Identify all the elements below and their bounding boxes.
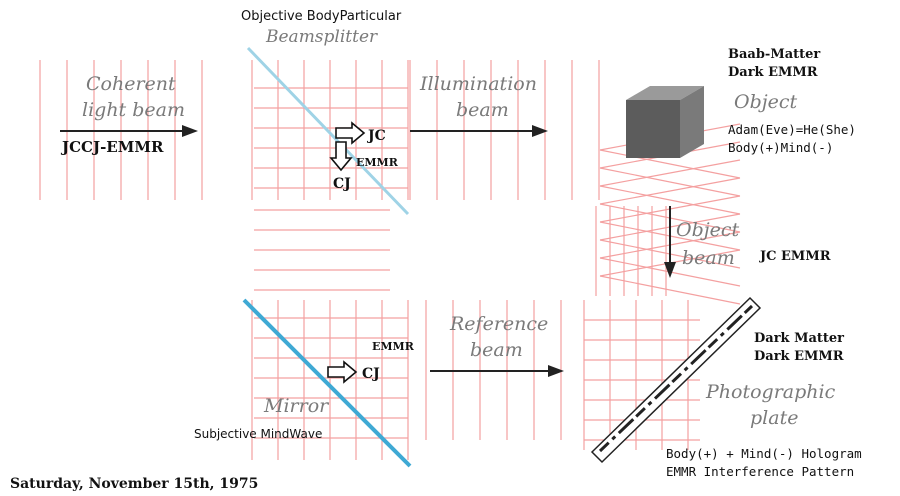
wave-line: [599, 149, 741, 179]
dark-emmr-top-label: Dark EMMR: [728, 65, 818, 80]
beamsplitter-glass: [246, 46, 410, 216]
jc-emmr-label: JC EMMR: [759, 249, 831, 264]
photographic-plate: [590, 296, 762, 464]
object-label: Object: [734, 91, 798, 113]
cj-down-hollow-arrow-icon: [329, 141, 353, 172]
wave-line: [599, 177, 741, 205]
hologram-label: Body(+) + Mind(-) Hologram: [666, 446, 862, 461]
jc-hollow-arrow-icon: [335, 121, 366, 145]
cj-lower-label: CJ: [362, 366, 380, 382]
wave-line: [599, 275, 741, 305]
interference-label: EMMR Interference Pattern: [666, 464, 854, 479]
reference-beam-label: beam: [470, 339, 523, 361]
dark-emmr-mid-label: Dark EMMR: [754, 349, 844, 364]
illumination-label: Illumination: [419, 73, 537, 95]
mirror-label: Mirror: [263, 395, 330, 417]
plate-label: plate: [750, 407, 798, 429]
photographic-label: Photographic: [705, 381, 836, 403]
coherent-label: Coherent: [86, 73, 176, 95]
jccj-emmr-label: JCCJ-EMMR: [60, 138, 164, 156]
object-beam-label-1: Object: [676, 219, 740, 241]
emmr-upper-label: EMMR: [356, 156, 399, 169]
wave-line: [599, 167, 741, 197]
reference-arrow: [430, 365, 564, 377]
baab-matter-label: Baab-Matter: [728, 47, 820, 62]
dark-matter-label: Dark Matter: [754, 331, 844, 346]
beamsplitter-label: Beamsplitter: [265, 27, 378, 47]
coherent-arrow: [60, 125, 198, 137]
subjective-mindwave-label: Subjective MindWave: [194, 427, 322, 441]
illumination-beam-label: beam: [456, 99, 509, 121]
mirror-surface: [242, 298, 412, 468]
reference-label: Reference: [449, 313, 548, 335]
cj-upper-label: CJ: [333, 176, 351, 192]
illumination-arrow: [410, 125, 548, 137]
object-beam-label-2: beam: [682, 247, 735, 269]
cj-lower-hollow-arrow-icon: [327, 360, 358, 384]
arrows: [60, 125, 676, 377]
emmr-lower-label: EMMR: [372, 340, 415, 353]
object-cube: [626, 86, 704, 158]
object-beam-arrow: [664, 206, 676, 278]
jc-label: JC: [366, 128, 386, 144]
wave-line: [599, 159, 741, 187]
date-label: Saturday, November 15th, 1975: [10, 476, 258, 492]
adam-eve-label: Adam(Eve)=He(She): [728, 122, 856, 137]
wave-line: [599, 185, 741, 215]
light-beam-label: light beam: [82, 99, 185, 121]
objective-body-label: Objective BodyParticular: [241, 9, 402, 24]
body-mind-label: Body(+)Mind(-): [728, 140, 833, 155]
